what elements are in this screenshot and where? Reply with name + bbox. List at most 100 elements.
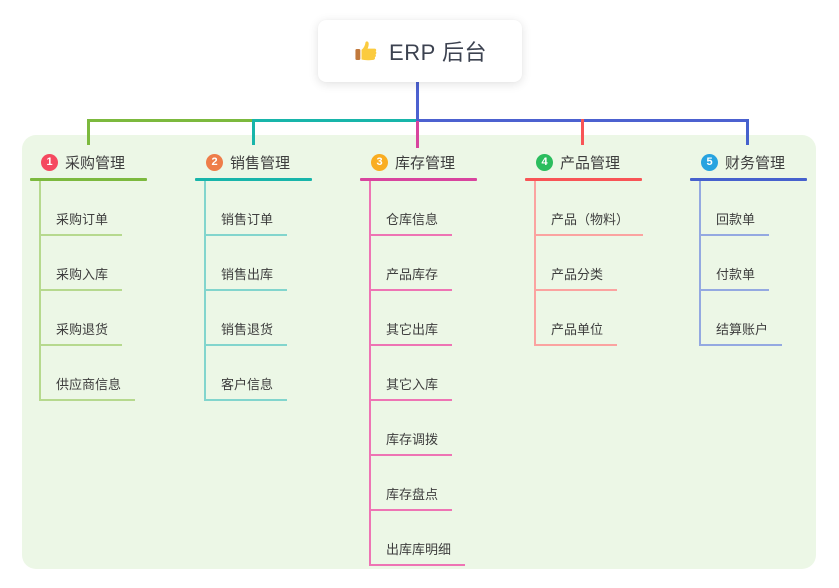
tree-node-underline bbox=[369, 344, 453, 346]
tree-node[interactable]: 采购入库 bbox=[39, 236, 123, 291]
tree-node[interactable]: 付款单 bbox=[699, 236, 770, 291]
branch-number-badge: 1 bbox=[41, 153, 58, 171]
branch-title: 库存管理 bbox=[395, 154, 456, 172]
tree-node-underline bbox=[369, 509, 453, 511]
tree-node-underline bbox=[39, 344, 123, 346]
branch-title: 销售管理 bbox=[230, 154, 291, 172]
tree-node-underline bbox=[534, 344, 618, 346]
tree-node-underline bbox=[204, 344, 288, 346]
tree-node-label: 采购入库 bbox=[56, 267, 109, 282]
tree-node[interactable]: 出库库明细 bbox=[369, 511, 466, 566]
tree-node[interactable]: 结算账户 bbox=[699, 291, 783, 346]
tree-node[interactable]: 库存盘点 bbox=[369, 456, 453, 511]
tree-node-underline bbox=[534, 234, 644, 236]
branch-underline bbox=[360, 178, 477, 181]
tree-node-label: 仓库信息 bbox=[386, 212, 439, 227]
tree-node-underline bbox=[699, 234, 770, 236]
branch-underline bbox=[195, 178, 312, 181]
tree-node-underline bbox=[204, 399, 288, 401]
tree-node-label: 其它出库 bbox=[386, 322, 439, 337]
tree-node-underline bbox=[39, 289, 123, 291]
connector-bus-segment-sales bbox=[252, 119, 418, 122]
branch-product: 4 产品管理 产品（物料） 产品分类 产品单位 bbox=[525, 148, 685, 346]
branch-number-badge: 4 bbox=[536, 153, 553, 171]
tree-node-underline bbox=[369, 289, 453, 291]
branch-spine-line bbox=[699, 181, 701, 346]
branch-purchase: 1 采购管理 采购订单 采购入库 采购退货 供应商信息 bbox=[30, 148, 190, 401]
connector-drop-finance bbox=[746, 119, 749, 145]
branch-inventory-header[interactable]: 3 库存管理 bbox=[360, 148, 520, 176]
tree-node-label: 销售出库 bbox=[221, 267, 274, 282]
tree-node[interactable]: 采购退货 bbox=[39, 291, 123, 346]
branch-underline bbox=[690, 178, 807, 181]
tree-node[interactable]: 库存调拨 bbox=[369, 401, 453, 456]
tree-node-label: 产品库存 bbox=[386, 267, 439, 282]
tree-node-underline bbox=[369, 454, 453, 456]
branch-finance-header[interactable]: 5 财务管理 bbox=[690, 148, 839, 176]
tree-node-underline bbox=[369, 234, 453, 236]
root-node[interactable]: ERP 后台 bbox=[318, 20, 522, 82]
branch-spine-line bbox=[369, 181, 371, 566]
tree-node-underline bbox=[699, 344, 783, 346]
tree-node-underline bbox=[534, 289, 618, 291]
tree-node-underline bbox=[204, 289, 288, 291]
tree-node-label: 产品分类 bbox=[551, 267, 604, 282]
tree-node-label: 库存调拨 bbox=[386, 432, 439, 447]
branch-items: 销售订单 销售出库 销售退货 客户信息 bbox=[204, 181, 355, 401]
tree-node-underline bbox=[204, 234, 288, 236]
tree-node-label: 供应商信息 bbox=[56, 377, 122, 392]
branch-items: 仓库信息 产品库存 其它出库 其它入库 库存调拨 库存盘点 出库库明细 bbox=[369, 181, 520, 566]
tree-node-label: 产品（物料） bbox=[551, 212, 630, 227]
tree-node-label: 客户信息 bbox=[221, 377, 274, 392]
branch-items: 采购订单 采购入库 采购退货 供应商信息 bbox=[39, 181, 190, 401]
branch-title: 采购管理 bbox=[65, 154, 126, 172]
branch-underline bbox=[30, 178, 147, 181]
tree-node-label: 其它入库 bbox=[386, 377, 439, 392]
tree-node-label: 付款单 bbox=[716, 267, 756, 282]
connector-drop-sales bbox=[252, 119, 255, 145]
branch-spine-line bbox=[204, 181, 206, 401]
tree-node[interactable]: 产品库存 bbox=[369, 236, 453, 291]
tree-node-label: 采购订单 bbox=[56, 212, 109, 227]
branch-title: 财务管理 bbox=[725, 154, 786, 172]
branch-finance: 5 财务管理 回款单 付款单 结算账户 bbox=[690, 148, 839, 346]
tree-node[interactable]: 产品单位 bbox=[534, 291, 618, 346]
connector-root-drop bbox=[416, 82, 419, 120]
connector-bus-segment-purchase bbox=[87, 119, 254, 122]
connector-drop-inventory bbox=[416, 121, 419, 148]
tree-node-label: 销售退货 bbox=[221, 322, 274, 337]
branch-number-badge: 3 bbox=[371, 153, 388, 171]
root-node-label: ERP 后台 bbox=[389, 40, 487, 65]
branch-product-header[interactable]: 4 产品管理 bbox=[525, 148, 685, 176]
tree-node[interactable]: 销售退货 bbox=[204, 291, 288, 346]
tree-node-underline bbox=[369, 399, 453, 401]
tree-node[interactable]: 产品分类 bbox=[534, 236, 618, 291]
branch-underline bbox=[525, 178, 642, 181]
tree-node[interactable]: 客户信息 bbox=[204, 346, 288, 401]
tree-node-label: 产品单位 bbox=[551, 322, 604, 337]
branch-number-badge: 5 bbox=[701, 153, 718, 171]
tree-node-label: 回款单 bbox=[716, 212, 756, 227]
tree-node[interactable]: 产品（物料） bbox=[534, 181, 644, 236]
thumbs-up-icon bbox=[355, 41, 377, 61]
branch-spine-line bbox=[39, 181, 41, 401]
tree-node[interactable]: 供应商信息 bbox=[39, 346, 136, 401]
tree-node[interactable]: 其它出库 bbox=[369, 291, 453, 346]
tree-node[interactable]: 回款单 bbox=[699, 181, 770, 236]
branch-spine-line bbox=[534, 181, 536, 346]
branch-sales-header[interactable]: 2 销售管理 bbox=[195, 148, 355, 176]
tree-node[interactable]: 其它入库 bbox=[369, 346, 453, 401]
tree-node[interactable]: 销售出库 bbox=[204, 236, 288, 291]
tree-node-underline bbox=[699, 289, 770, 291]
branch-number-badge: 2 bbox=[206, 153, 223, 171]
tree-node-label: 出库库明细 bbox=[386, 542, 452, 557]
branch-items: 回款单 付款单 结算账户 bbox=[699, 181, 839, 346]
tree-node-underline bbox=[369, 564, 466, 566]
tree-node-label: 结算账户 bbox=[716, 322, 769, 337]
tree-node[interactable]: 销售订单 bbox=[204, 181, 288, 236]
tree-node[interactable]: 采购订单 bbox=[39, 181, 123, 236]
tree-node[interactable]: 仓库信息 bbox=[369, 181, 453, 236]
tree-node-label: 销售订单 bbox=[221, 212, 274, 227]
tree-node-underline bbox=[39, 234, 123, 236]
branch-purchase-header[interactable]: 1 采购管理 bbox=[30, 148, 190, 176]
